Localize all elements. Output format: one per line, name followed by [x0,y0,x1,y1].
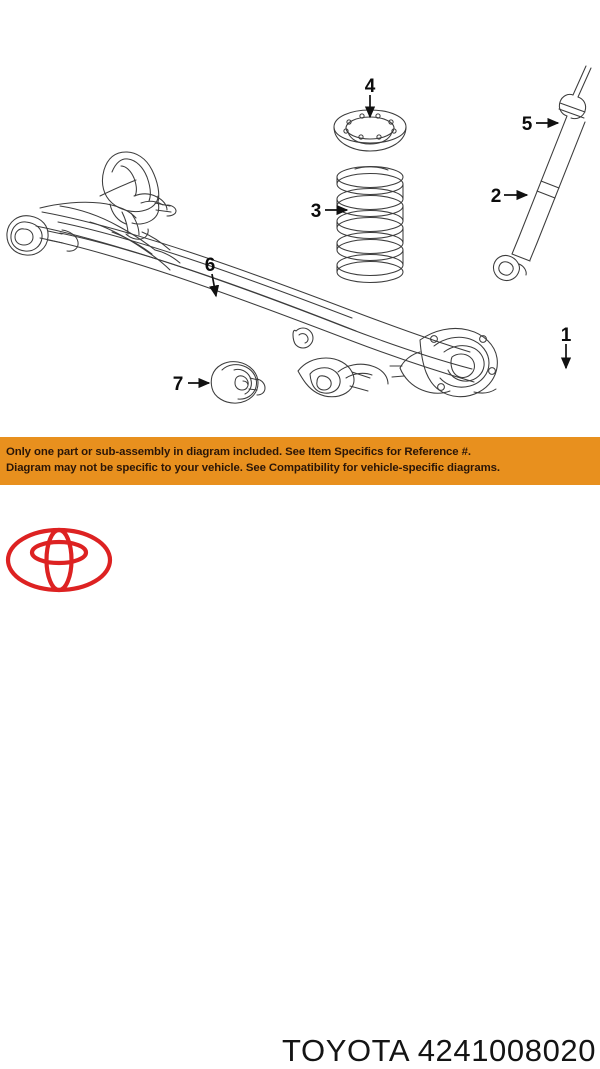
callout-arrow-6 [209,273,220,298]
callout-label-6: 6 [205,255,216,276]
callout-label-2: 2 [491,186,502,207]
part-number-label: TOYOTA 4241008020 [282,1033,597,1068]
callout-group [188,95,572,389]
disclaimer-line-2: Diagram may not be specific to your vehi… [6,462,500,474]
callout-label-5: 5 [522,114,533,135]
trailing-arm-bushing-drawing [210,361,266,404]
suspension-diagram-svg: 1 2 3 4 5 6 7 [6,65,592,404]
callout-label-1: 1 [561,325,572,346]
callout-label-3: 3 [311,201,322,222]
disclaimer-line-1: Only one part or sub-assembly in diagram… [6,446,471,459]
shock-absorber-drawing [493,65,592,281]
toyota-logo-icon [5,527,113,593]
callout-label-7: 7 [173,374,184,395]
diagram-area: 1 2 3 4 5 6 7 [0,0,600,437]
rear-coil-spring-drawing [336,165,404,284]
rear-axle-torsion-beam-drawing [6,151,498,398]
disclaimer-banner: Only one part or sub-assembly in diagram… [0,437,600,485]
callout-label-4: 4 [365,76,376,97]
footer-area: TOYOTA 4241008020 [0,485,600,1068]
spring-seat-insulator-drawing [333,109,407,152]
